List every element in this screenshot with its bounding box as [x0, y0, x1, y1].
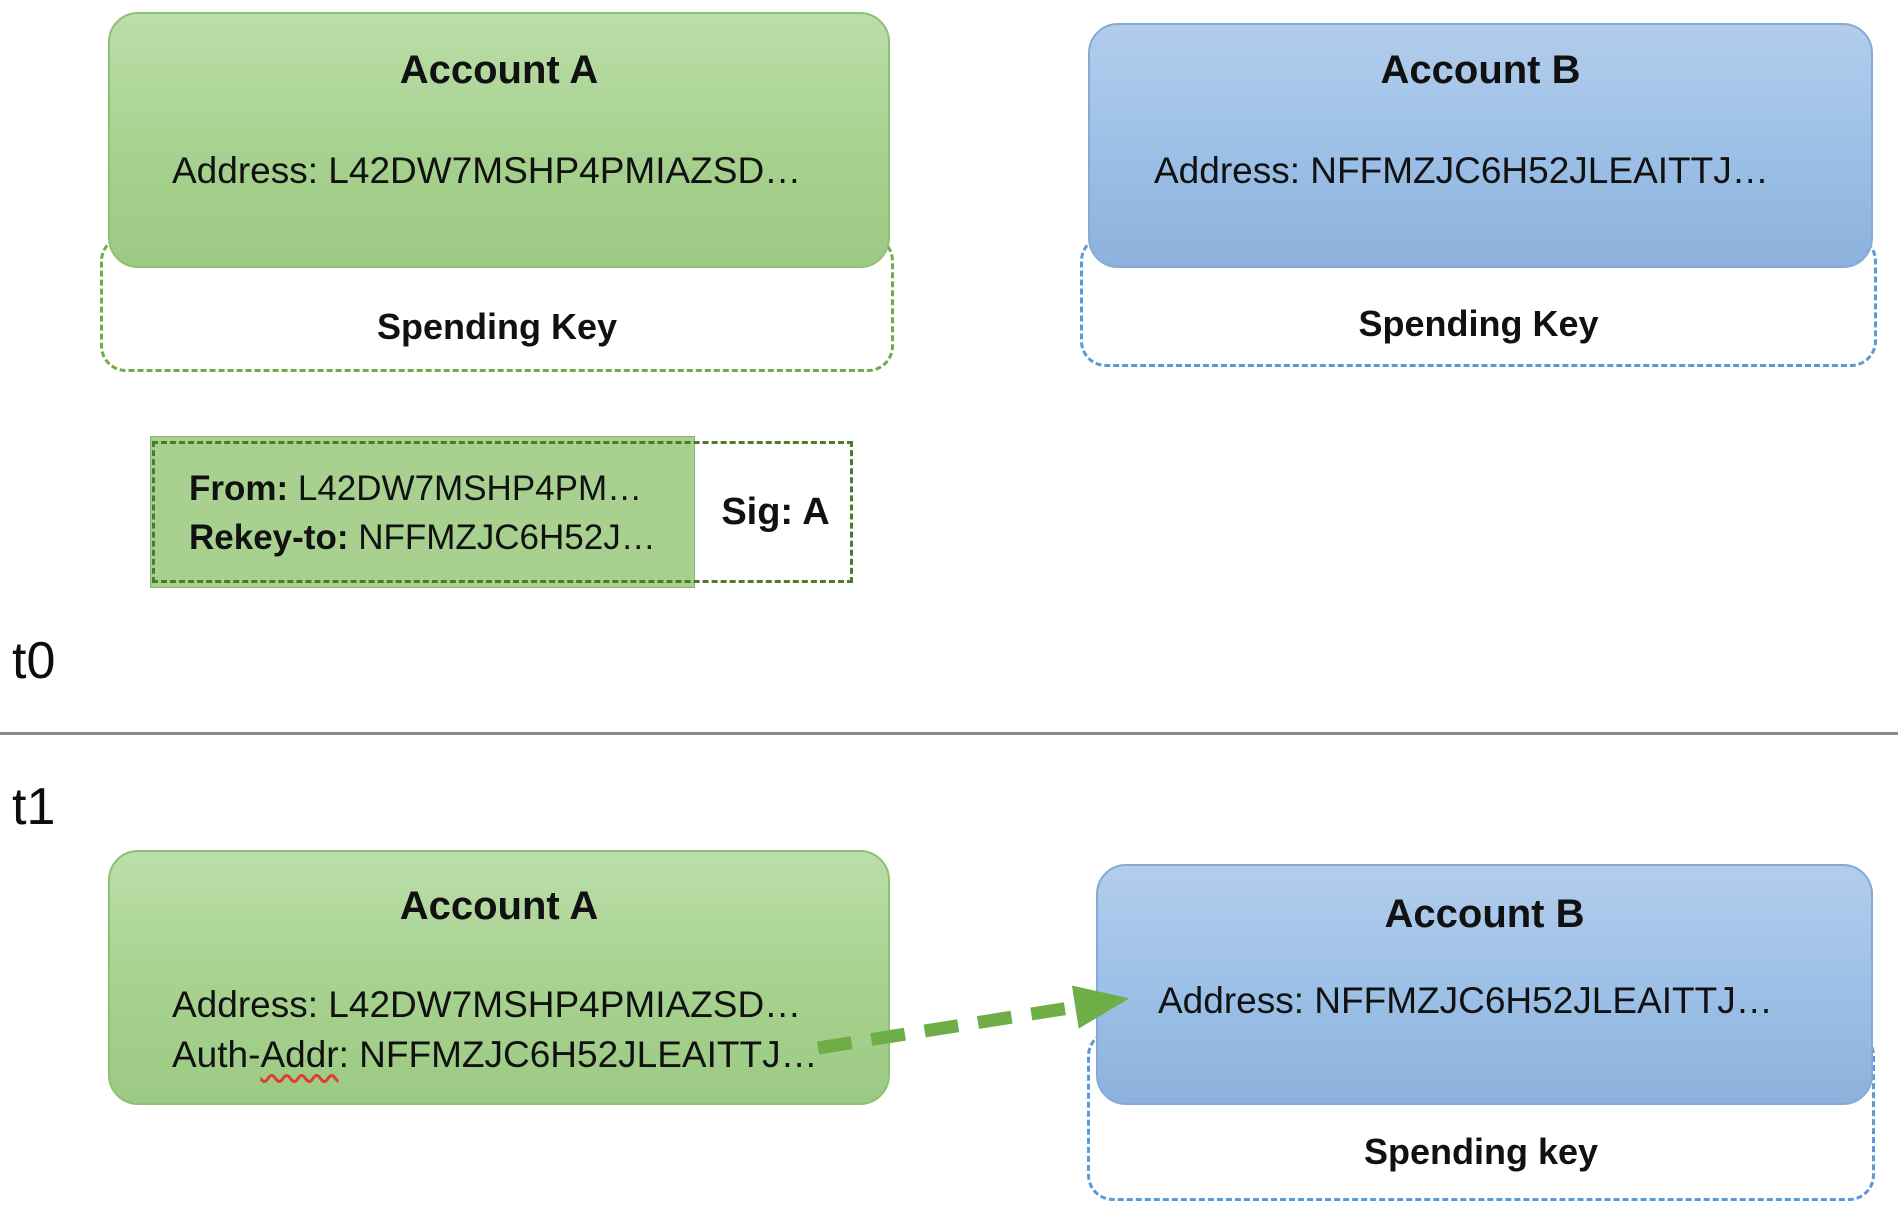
- t0-account-b-spending-key-label: Spending Key: [1358, 303, 1599, 344]
- rekey-to-value: NFFMZJC6H52J…: [348, 518, 656, 557]
- t1-account-a-box: Account A Address: L42DW7MSHP4PMIAZSD… A…: [108, 850, 890, 1105]
- t0-account-b-address: Address: NFFMZJC6H52JLEAITTJ…: [1154, 150, 1769, 191]
- auth-addr-suffix: : NFFMZJC6H52JLEAITTJ…: [338, 1034, 818, 1075]
- t0-account-a-title: Account A: [399, 48, 599, 92]
- t0-label: t0: [12, 632, 56, 690]
- t1-account-b-spending-key-label: Spending key: [1363, 1131, 1599, 1172]
- t1-account-a-address: Address: L42DW7MSHP4PMIAZSD…: [172, 984, 802, 1025]
- rekey-transaction-rekey-line: Rekey-to: NFFMZJC6H52J…: [189, 515, 656, 561]
- t1-account-a-title: Account A: [399, 884, 599, 928]
- timeline-divider: [0, 732, 1898, 735]
- signature-cell: Sig: A: [721, 490, 830, 533]
- t0-account-a-box: Account A Address: L42DW7MSHP4PMIAZSD…: [108, 12, 890, 268]
- rekey-transaction-from-line: From: L42DW7MSHP4PM…: [189, 466, 642, 512]
- from-label: From:: [189, 469, 289, 508]
- t1-account-b-address: Address: NFFMZJC6H52JLEAITTJ…: [1158, 980, 1773, 1021]
- t1-account-b-title: Account B: [1384, 892, 1585, 936]
- t1-account-b-box: Account B Address: NFFMZJC6H52JLEAITTJ…: [1096, 864, 1873, 1105]
- t1-account-a-auth-addr: Auth-Addr: NFFMZJC6H52JLEAITTJ…: [172, 1032, 818, 1078]
- rekey-to-label: Rekey-to:: [189, 518, 349, 557]
- auth-addr-misspelled-segment: Addr: [260, 1034, 339, 1075]
- t0-account-a-spending-key-label: Spending Key: [376, 306, 618, 347]
- auth-addr-prefix: Auth-: [172, 1034, 261, 1075]
- t0-account-b-box: Account B Address: NFFMZJC6H52JLEAITTJ…: [1088, 23, 1873, 268]
- rekey-transaction-box: From: L42DW7MSHP4PM… Rekey-to: NFFMZJC6H…: [152, 441, 853, 583]
- from-value: L42DW7MSHP4PM…: [288, 469, 643, 508]
- t1-label: t1: [12, 778, 56, 836]
- rekey-arrow-icon: [816, 985, 1130, 1055]
- t0-account-a-address: Address: L42DW7MSHP4PMIAZSD…: [172, 150, 802, 191]
- t0-account-b-title: Account B: [1380, 48, 1581, 92]
- rekey-transaction-fill: [150, 436, 695, 588]
